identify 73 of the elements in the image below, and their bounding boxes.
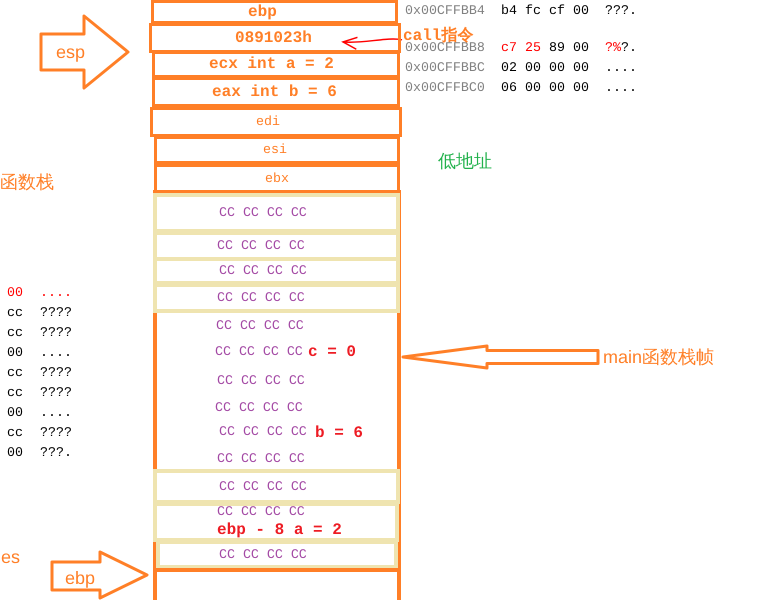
memory-byte: cc [7,385,23,401]
stack-cell: ebx [154,164,400,193]
memory-byte: 25 [525,40,541,56]
arrow-label: ebp [65,567,96,589]
memory-byte: b4 [501,3,517,19]
memory-bytes: CC CC CC CC [217,451,305,467]
stack-cell: ecx int a = 2 [152,51,400,78]
ascii-text: .... [605,80,637,96]
memory-byte: 06 [501,80,517,96]
stack-cell: edi [150,107,402,137]
memory-byte: cc [7,365,23,381]
arrow-label: esp [56,41,86,63]
annotation: 函数栈 [0,171,54,193]
memory-byte: 02 [501,60,517,76]
annotation: c = 0 [308,342,356,362]
ascii-text: ?%?. [605,40,637,56]
ascii-text: ???? [40,305,72,321]
memory-byte: 00 [525,60,541,76]
memory-byte: cf [549,3,565,19]
memory-cell: CC CC CC CC [153,283,400,313]
frame-label: main函数栈帧 [603,346,714,368]
memory-byte: 00 [7,445,23,461]
memory-byte: cc [7,425,23,441]
ascii-text: ???? [40,385,72,401]
ascii-text: ???. [40,445,72,461]
memory-byte: 00 [525,80,541,96]
annotation: 低地址 [438,150,492,172]
memory-address: 0x00CFFBB4 [405,3,485,19]
annotation: ebp - 8 a = 2 [217,520,342,540]
memory-bytes: CC CC CC CC [215,344,303,360]
ascii-text: ???? [40,365,72,381]
memory-cell: CC CC CC CC [156,540,398,569]
memory-byte: cc [7,325,23,341]
memory-bytes: CC CC CC CC [215,400,303,416]
ascii-text: .... [605,60,637,76]
memory-byte: c7 [501,40,517,56]
memory-byte: 00 [7,405,23,421]
memory-byte: cc [7,305,23,321]
ascii-text: ???? [40,425,72,441]
memory-bytes: CC CC CC CC [217,373,305,389]
stack-cell: ebp [151,0,398,24]
ascii-text: .... [40,345,72,361]
ascii-text: ???? [40,325,72,341]
stack-cell: esi [154,136,400,164]
memory-address: 0x00CFFBBC [405,60,485,76]
stack-cell [153,568,401,600]
memory-byte: 00 [573,40,589,56]
memory-byte: 00 [7,285,23,301]
memory-cell: CC CC CC CC [153,469,400,504]
stack-cell: 0891023h [149,23,401,53]
memory-cell [153,502,399,542]
block-arrow [39,14,131,90]
annotation: es [1,546,20,568]
memory-byte: 89 [549,40,565,56]
ascii-text: ???. [605,3,637,19]
memory-bytes: CC CC CC CC [219,424,307,440]
annotation: b = 6 [315,424,364,442]
memory-bytes: CC CC CC CC [216,318,304,334]
memory-bytes: CC CC CC CC [217,504,305,520]
memory-byte: 00 [549,60,565,76]
memory-byte: 00 [549,80,565,96]
ascii-text: .... [40,285,72,301]
ascii-text: .... [40,405,72,421]
stack-cell: eax int b = 6 [152,77,400,107]
memory-byte: fc [525,3,541,19]
block-arrow [402,344,600,370]
memory-byte: 00 [7,345,23,361]
memory-byte: 00 [573,60,589,76]
memory-address: 0x00CFFBC0 [405,80,485,96]
memory-cell: CC CC CC CC [153,193,400,233]
block-arrow [50,550,150,600]
memory-byte: 00 [573,80,589,96]
memory-byte: 00 [573,3,589,19]
